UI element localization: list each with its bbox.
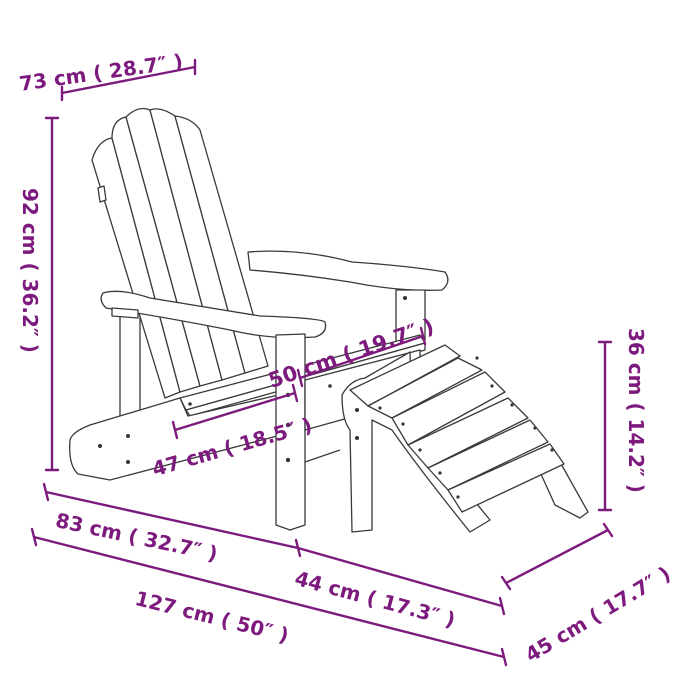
footstool-illustration: [341, 344, 589, 533]
dim-label-footstool-height: 36 cm ( 14.2″ ): [624, 328, 648, 493]
dimension-lines: [30, 58, 614, 667]
dim-label-chair-height: 92 cm ( 36.2″ ): [18, 188, 42, 353]
chair-illustration: [69, 107, 449, 531]
